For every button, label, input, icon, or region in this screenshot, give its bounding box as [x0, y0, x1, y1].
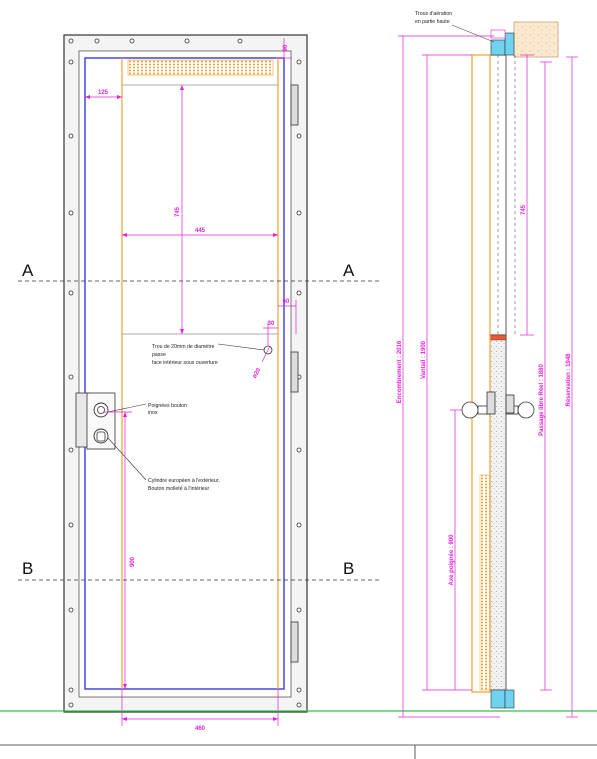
dim-left-margin: 125: [98, 90, 109, 96]
dim-bottom-width: 460: [195, 726, 206, 732]
note-vent-line2: en partie haute: [415, 19, 450, 25]
section-lines: A A B B: [18, 261, 380, 581]
handle-plate: [75, 392, 116, 450]
hinges: [290, 84, 299, 663]
section-a-left: A: [22, 261, 34, 280]
section-b-right: B: [343, 559, 354, 578]
dim-encombrement: Encombrement : 2016: [397, 340, 403, 403]
side-handles: [461, 391, 535, 419]
note-hole-line1: Trou de 20mm de diamètre: [152, 344, 214, 350]
front-view: 90 125 745 445 60 30 ø20 900 460 Trou de…: [63, 34, 308, 732]
dim-right-30: 30: [268, 321, 275, 327]
dim-right-60: 60: [283, 299, 290, 305]
note-cyl-line2: Bouton molleté à l'intérieur: [148, 486, 210, 492]
window-opening: [121, 84, 279, 335]
side-view: Trous d'aération en partie haute Encombr…: [0, 11, 597, 718]
dim-axe-poignee: Axe poignée : 900: [449, 534, 455, 586]
dim-window-height: 745: [175, 206, 181, 217]
dim-hole-dia: ø20: [252, 367, 263, 380]
dim-reservation: Réservation : 1948: [566, 353, 572, 407]
note-cyl-line1: Cylindre européen à l'extérieur,: [148, 478, 220, 484]
door-leaf: [84, 57, 285, 690]
note-handle-line1: Poignées bouton: [148, 403, 187, 409]
section-a-right: A: [343, 261, 355, 280]
section-b-left: B: [22, 559, 33, 578]
dim-window-width: 445: [195, 228, 206, 234]
lower-leaf: [489, 334, 507, 691]
dim-top-right: 90: [283, 44, 289, 51]
dim-vantail: Vantail : 1900: [421, 340, 427, 379]
dim-passage: Passage libre Réel : 1880: [539, 363, 545, 435]
note-handle-line2: inox: [148, 410, 158, 416]
dim-745-side: 745: [521, 204, 527, 215]
top-vent-grille: [127, 59, 274, 76]
side-vent-grille: [479, 474, 491, 691]
dim-handle-height: 900: [130, 556, 136, 567]
frame-screws: [68, 38, 302, 708]
note-vent-line1: Trous d'aération: [415, 11, 452, 17]
wall-lintel: [513, 21, 559, 58]
note-hole-line3: face intérieur sous ouverture: [152, 360, 218, 366]
note-hole-line2: passe: [152, 352, 166, 358]
